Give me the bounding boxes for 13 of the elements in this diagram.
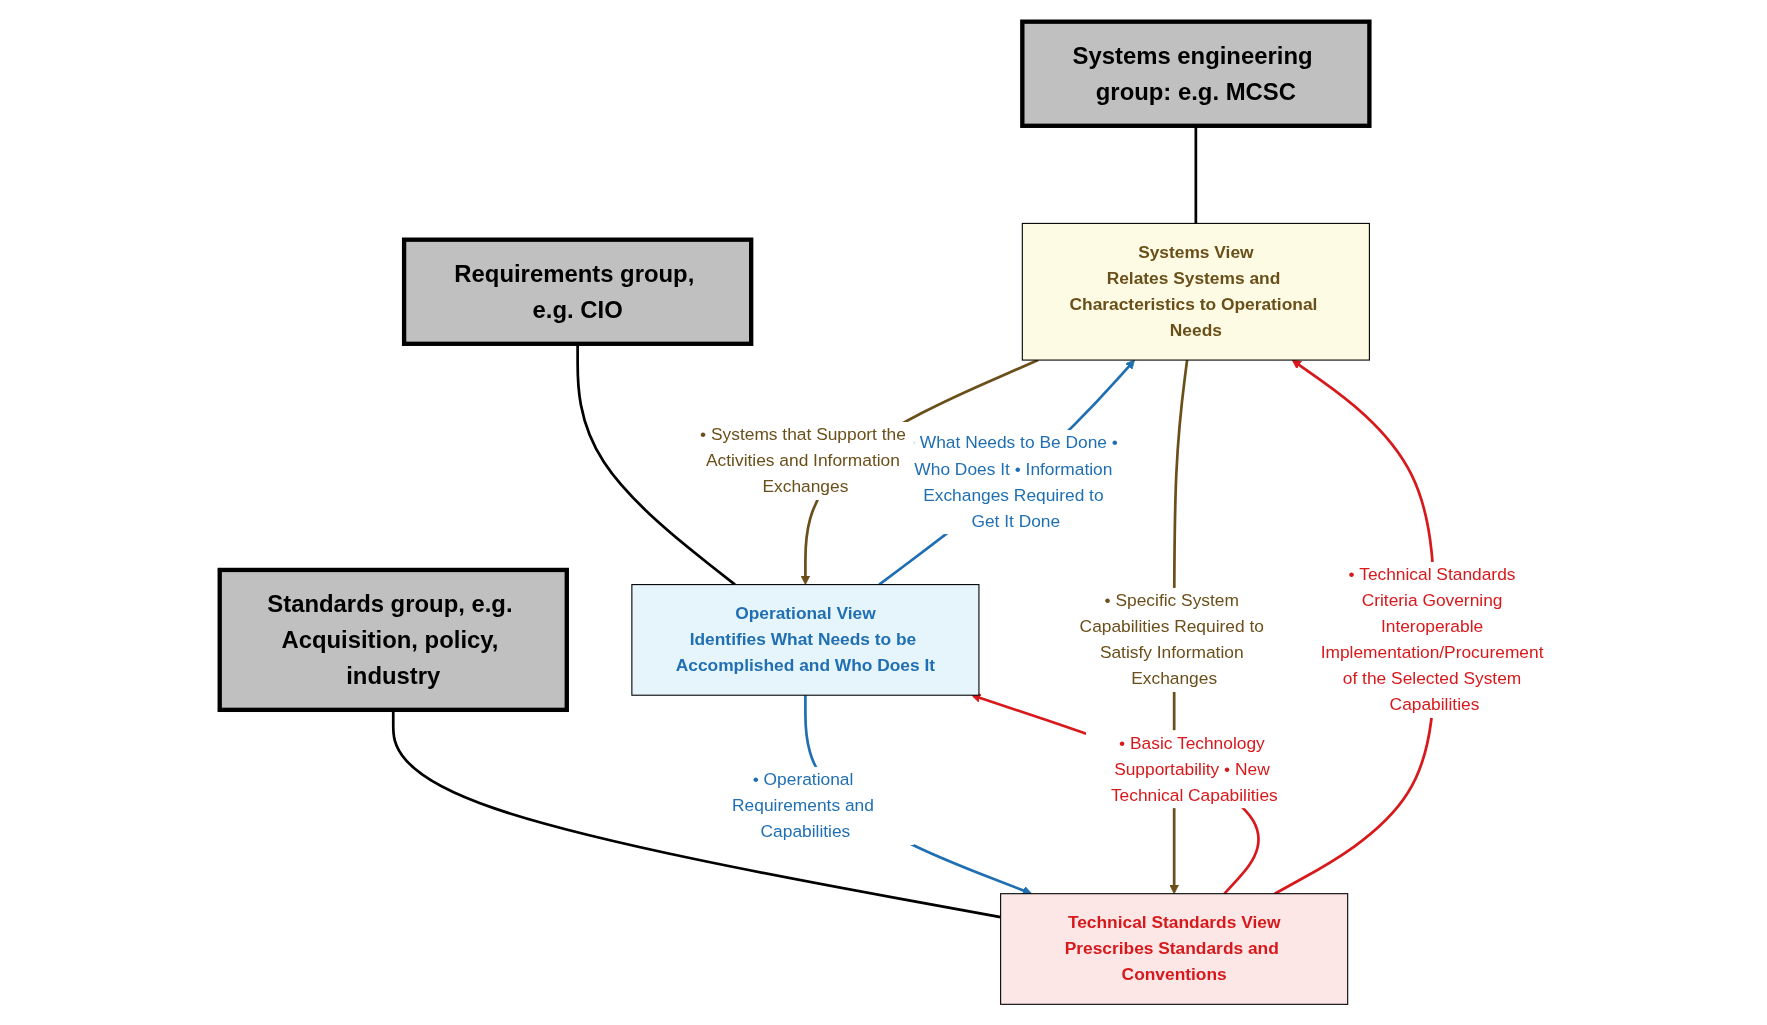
node-box: Requirements group, e.g. CIO (401, 237, 753, 346)
edge-label: • Systems that Support the Activities and Information Exchanges (699, 424, 906, 496)
edge-label: • What Needs to Be Done • Who Does It • Information Exchanges Required to Get It Done (908, 432, 1118, 530)
edge-label: • Specific System Capabilities Required to Satisfy Information Exchanges (1079, 590, 1264, 688)
node-box: Standards group, e.g. Acquisition, policy, industry (217, 567, 569, 712)
arrow (877, 359, 1135, 586)
edge-label: • Technical Standards Criteria Governing Interoperable Implementation/Procurement of the Selected System Capabilities (1320, 564, 1543, 714)
edge-label: • Basic Technology Supportability • New Technical Capabilities (1110, 732, 1278, 804)
edge-label: • Operational Requirements and Capabilities (731, 769, 874, 841)
node-box: Technical Standards View Prescribes Standards and Conventions (999, 892, 1348, 1005)
node-box: Operational View Identifies What Needs to be Accomplished and Who Does It (630, 583, 979, 696)
node-box: Systems engineering group: e.g. MCSC (1019, 19, 1372, 128)
node-box: Systems View Relates Systems and Characteristics to Operational Needs (1021, 222, 1370, 361)
